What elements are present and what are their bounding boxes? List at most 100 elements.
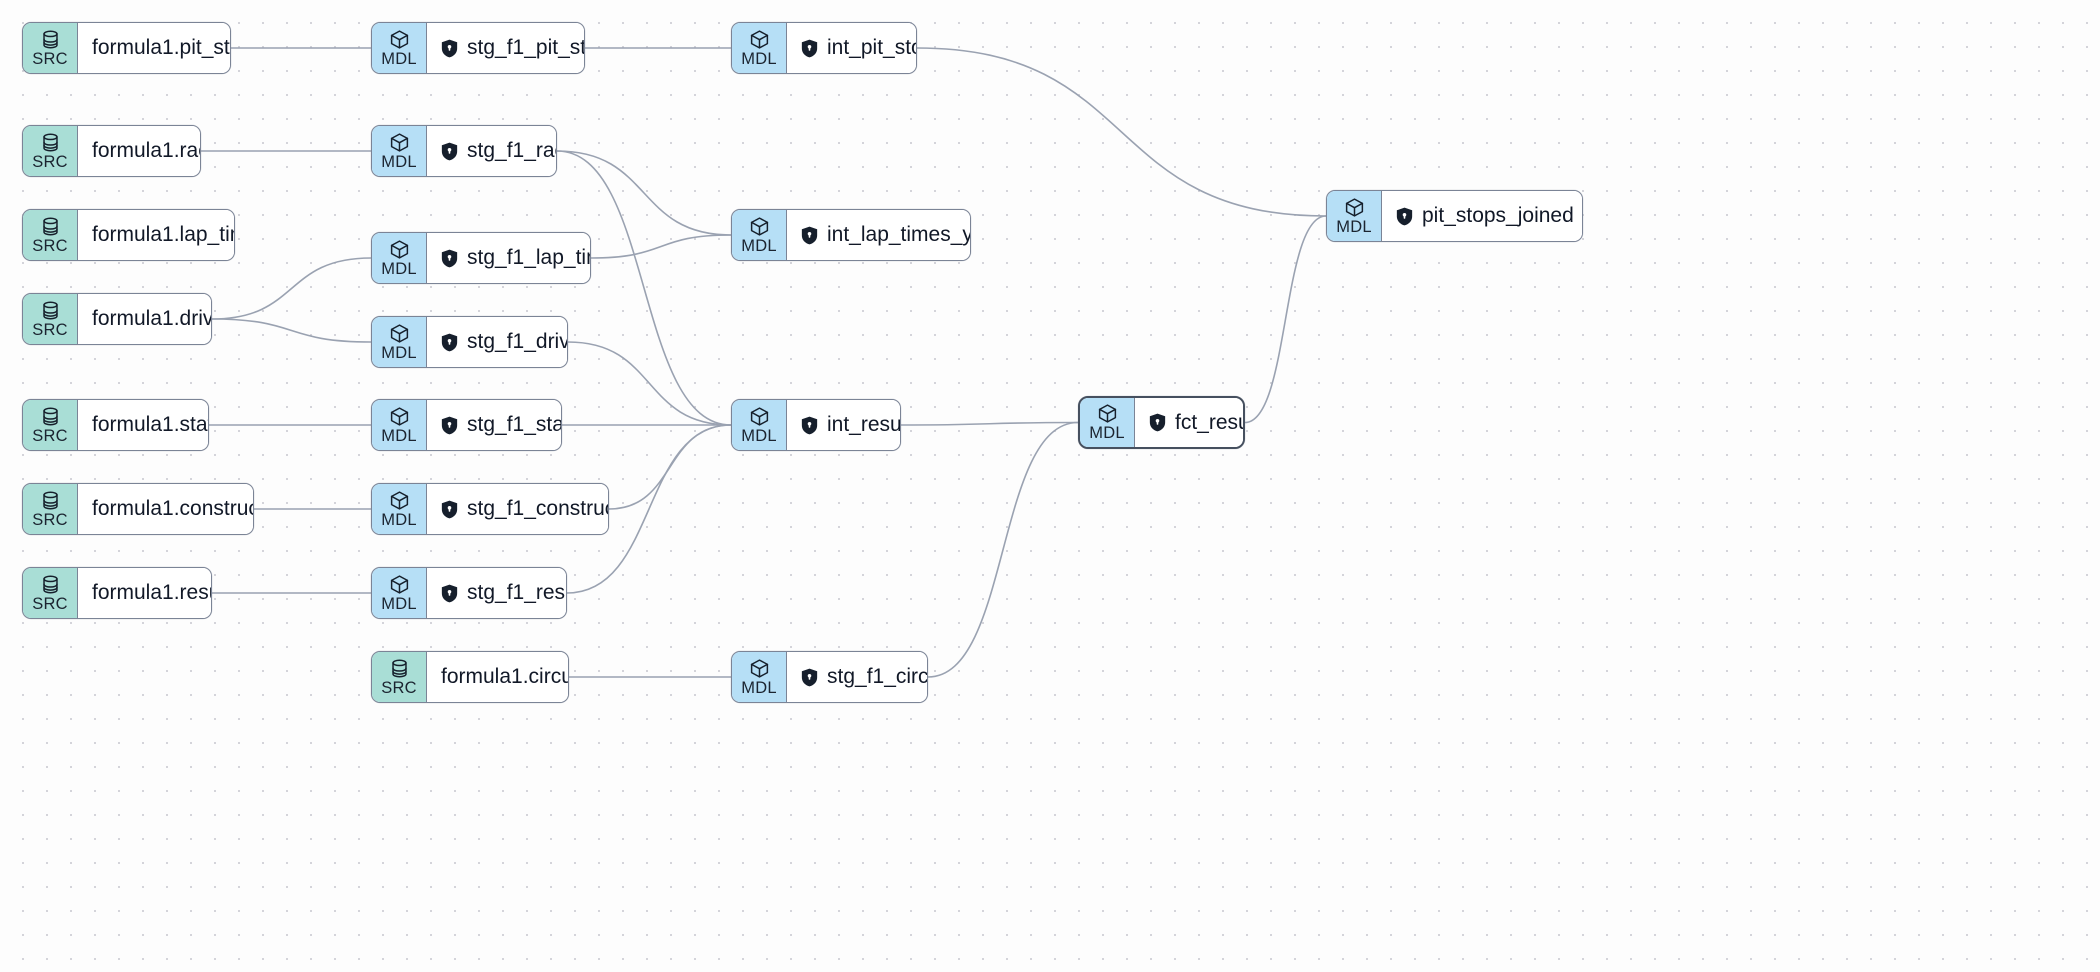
edge-stg_drivers-to-int_results (567, 341, 732, 426)
edge-stg_races-to-int_results (556, 150, 732, 426)
node-label: formula1.drivers (92, 307, 211, 331)
mdl-badge: MDL (372, 484, 427, 534)
node-body: stg_f1_races (427, 126, 556, 176)
mdl-badge: MDL (372, 23, 427, 73)
node-body: fct_results (1135, 398, 1243, 447)
badge-text: SRC (32, 49, 68, 68)
node-body: int_pit_stops (787, 23, 916, 73)
badge-text: MDL (741, 236, 777, 255)
cube-icon (389, 132, 410, 153)
database-icon (389, 658, 410, 679)
database-icon (40, 216, 61, 237)
badge-text: SRC (32, 510, 68, 529)
node-label: formula1.constructors (92, 497, 253, 521)
node-body: stg_f1_lap_times (427, 233, 590, 283)
src-badge: SRC (23, 294, 78, 344)
mdl-badge: MDL (372, 126, 427, 176)
cube-icon (389, 574, 410, 595)
node-src_drivers[interactable]: SRC formula1.drivers (22, 293, 212, 345)
node-int_pit_stops[interactable]: MDL int_pit_stops (731, 22, 917, 74)
mdl-badge: MDL (732, 23, 787, 73)
src-badge: SRC (23, 400, 78, 450)
cube-icon (389, 406, 410, 427)
edge-int_results-to-fct_results (900, 421, 1079, 426)
node-body: formula1.results (78, 568, 211, 618)
node-body: stg_f1_constructors (427, 484, 608, 534)
node-body: stg_f1_circuits (787, 652, 927, 702)
mdl-badge: MDL (1327, 191, 1382, 241)
cube-icon (1097, 403, 1118, 424)
node-label: formula1.results (92, 581, 211, 605)
node-label: stg_f1_constructors (467, 497, 608, 521)
node-src_races[interactable]: SRC formula1.races (22, 125, 201, 177)
shield-icon (801, 39, 818, 58)
badge-text: MDL (741, 49, 777, 68)
node-src_constructors[interactable]: SRC formula1.constructors (22, 483, 254, 535)
badge-text: MDL (381, 426, 417, 445)
badge-text: MDL (381, 343, 417, 362)
node-label: formula1.status (92, 413, 208, 437)
shield-icon (441, 142, 458, 161)
cube-icon (389, 239, 410, 260)
cube-icon (389, 490, 410, 511)
shield-icon (1149, 413, 1166, 432)
edge-stg_circuits-to-fct_results (927, 421, 1079, 678)
mdl-badge: MDL (1080, 398, 1135, 447)
node-label: stg_f1_status (467, 413, 561, 437)
node-int_lap_times_years[interactable]: MDL int_lap_times_years (731, 209, 971, 261)
shield-icon (441, 584, 458, 603)
cube-icon (1344, 197, 1365, 218)
node-body: stg_f1_status (427, 400, 561, 450)
cube-icon (749, 216, 770, 237)
mdl-badge: MDL (372, 568, 427, 618)
database-icon (40, 406, 61, 427)
node-body: formula1.races (78, 126, 200, 176)
node-label: int_lap_times_years (827, 223, 970, 247)
node-stg_drivers[interactable]: MDL stg_f1_drivers (371, 316, 568, 368)
badge-text: MDL (1336, 217, 1372, 236)
node-src_pit_stops[interactable]: SRC formula1.pit_stops (22, 22, 231, 74)
node-label: formula1.races (92, 139, 200, 163)
node-label: formula1.pit_stops (92, 36, 230, 60)
node-src_status[interactable]: SRC formula1.status (22, 399, 209, 451)
badge-text: SRC (32, 320, 68, 339)
mdl-badge: MDL (732, 400, 787, 450)
mdl-badge: MDL (372, 233, 427, 283)
src-badge: SRC (23, 484, 78, 534)
node-pit_stops_joined[interactable]: MDL pit_stops_joined (1326, 190, 1583, 242)
badge-text: SRC (32, 152, 68, 171)
badge-text: SRC (32, 426, 68, 445)
node-label: pit_stops_joined (1422, 204, 1574, 228)
node-body: pit_stops_joined (1382, 191, 1582, 241)
mdl-badge: MDL (372, 317, 427, 367)
node-body: formula1.lap_times (78, 210, 234, 260)
database-icon (40, 300, 61, 321)
node-label: formula1.circuits (441, 665, 568, 689)
edge-stg_lap_times-to-int_lap_times_years (590, 234, 732, 259)
edge-fct_results-to-pit_stops_joined (1244, 215, 1327, 424)
badge-text: MDL (741, 678, 777, 697)
node-body: formula1.status (78, 400, 208, 450)
node-stg_status[interactable]: MDL stg_f1_status (371, 399, 562, 451)
cube-icon (749, 658, 770, 679)
node-body: int_results (787, 400, 900, 450)
cube-icon (749, 406, 770, 427)
node-stg_constructors[interactable]: MDL stg_f1_constructors (371, 483, 609, 535)
node-label: formula1.lap_times (92, 223, 234, 247)
shield-icon (441, 333, 458, 352)
shield-icon (1396, 207, 1413, 226)
node-stg_circuits[interactable]: MDL stg_f1_circuits (731, 651, 928, 703)
node-label: stg_f1_drivers (467, 330, 567, 354)
cube-icon (389, 323, 410, 344)
